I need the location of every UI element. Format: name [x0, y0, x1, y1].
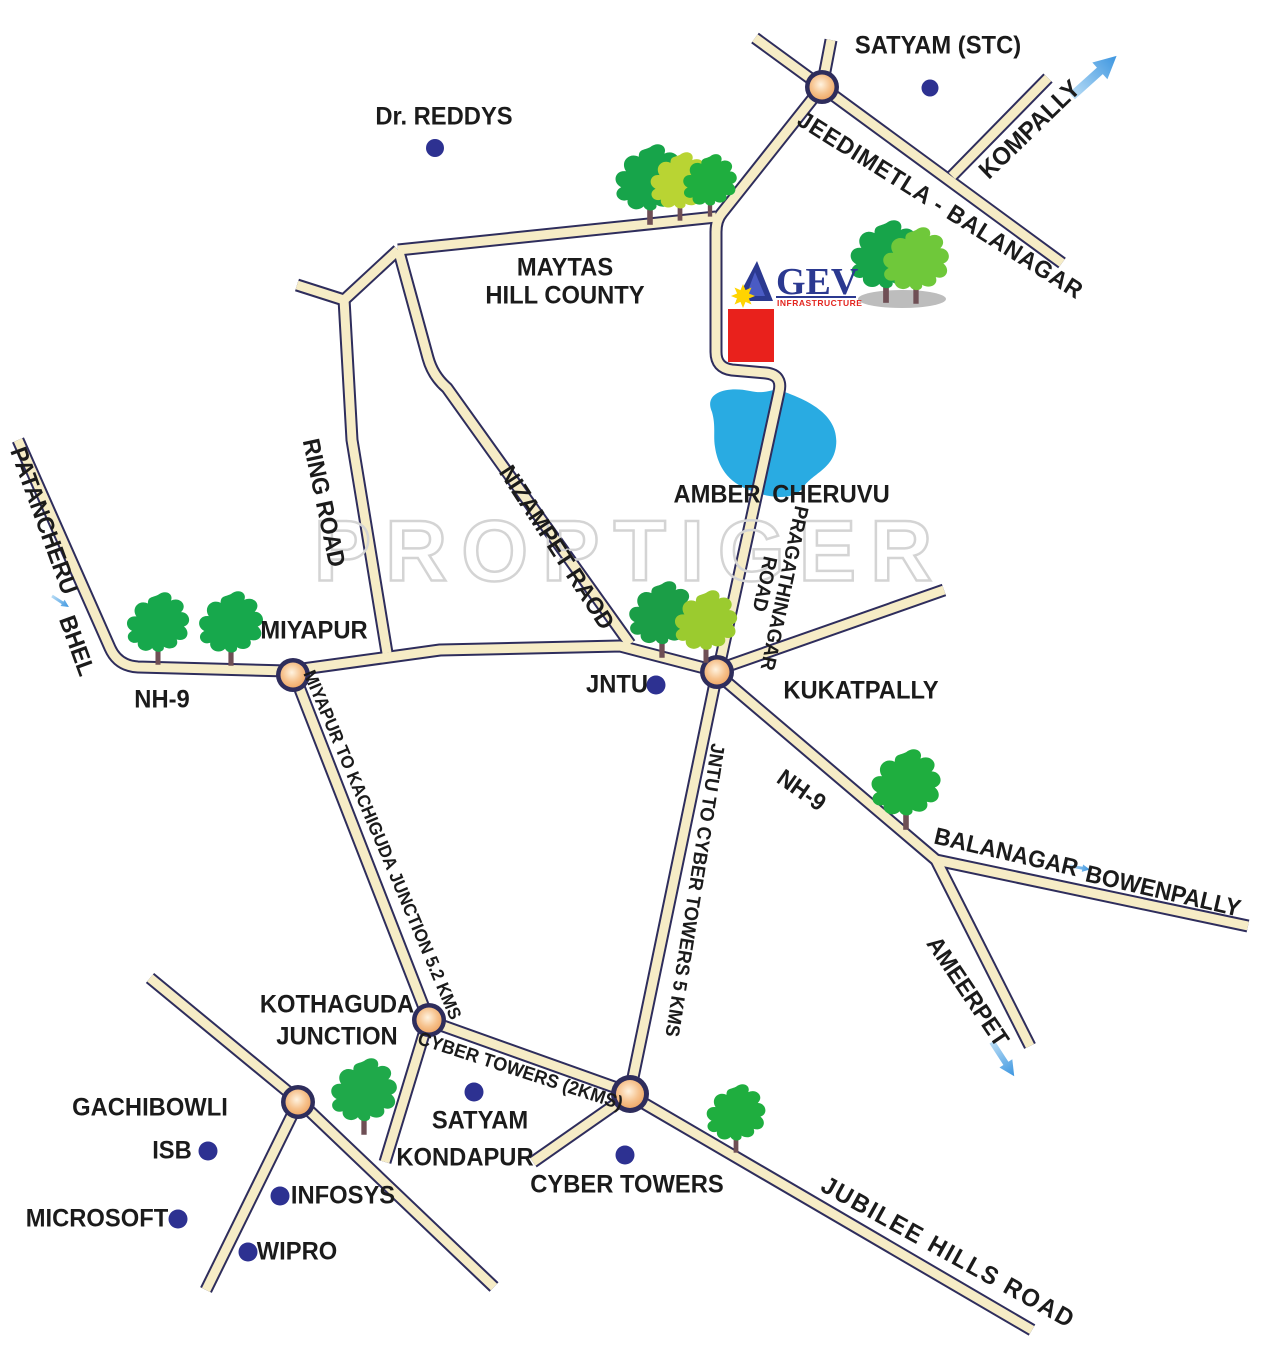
- watermark: PROPTIGER: [312, 502, 947, 601]
- label-maytas-line1: MAYTAS: [516, 253, 614, 282]
- label-satyam-kondapur-line1: SATYAM: [431, 1106, 529, 1135]
- junction-roundabout: [276, 658, 310, 692]
- label-jntu: JNTU: [585, 670, 649, 699]
- label-cheruvu: CHERUVU: [772, 480, 890, 509]
- junction-roundabout: [611, 1075, 649, 1113]
- landmark-dot: [426, 139, 444, 157]
- label-amber: AMBER: [673, 480, 761, 509]
- label-gachibowli: GACHIBOWLI: [72, 1093, 228, 1122]
- label-microsoft: MICROSOFT: [25, 1204, 169, 1233]
- gev-logo-subtext: INFRASTRUCTURE: [777, 298, 862, 308]
- landmark-dot: [921, 79, 939, 97]
- landmark-dot: [615, 1145, 635, 1165]
- tree-shadow: [858, 290, 946, 308]
- label-satyam-kondapur-line2: KONDAPUR: [396, 1143, 534, 1172]
- label-kothaguda-line1: KOTHAGUDA: [259, 990, 415, 1019]
- label-maytas-line2: HILL COUNTY: [485, 281, 645, 310]
- junction-roundabout: [805, 70, 839, 104]
- site-marker: [728, 309, 774, 362]
- landmark-dot: [238, 1242, 258, 1262]
- label-isb: ISB: [152, 1136, 192, 1165]
- label-dr-reddys: Dr. REDDYS: [375, 102, 513, 131]
- junction-roundabout: [281, 1085, 315, 1119]
- tree-icon: [126, 592, 190, 665]
- label-miyapur: MIYAPUR: [260, 616, 368, 645]
- label-wipro: WIPRO: [256, 1237, 338, 1266]
- junction-roundabout: [412, 1003, 446, 1037]
- gev-logo: GEV INFRASTRUCTURE: [731, 261, 862, 308]
- landmark-dot: [464, 1082, 484, 1102]
- landmark-dot: [646, 675, 666, 695]
- junction-roundabouts: [276, 70, 839, 1119]
- label-nh9-west: NH-9: [134, 685, 190, 714]
- label-kothaguda-line2: JUNCTION: [276, 1022, 398, 1051]
- tree-icon: [199, 591, 264, 666]
- label-cyber-towers: CYBER TOWERS: [530, 1170, 724, 1199]
- label-kukatpally: KUKATPALLY: [783, 676, 939, 705]
- label-satyam-stc: SATYAM (STC): [854, 31, 1022, 60]
- tree-icon: [331, 1058, 397, 1135]
- landmark-dot: [270, 1186, 290, 1206]
- landmark-dots: [168, 79, 939, 1262]
- label-infosys: INFOSYS: [290, 1181, 396, 1210]
- landmark-dot: [168, 1209, 188, 1229]
- landmark-dot: [198, 1141, 218, 1161]
- junction-roundabout: [700, 655, 734, 689]
